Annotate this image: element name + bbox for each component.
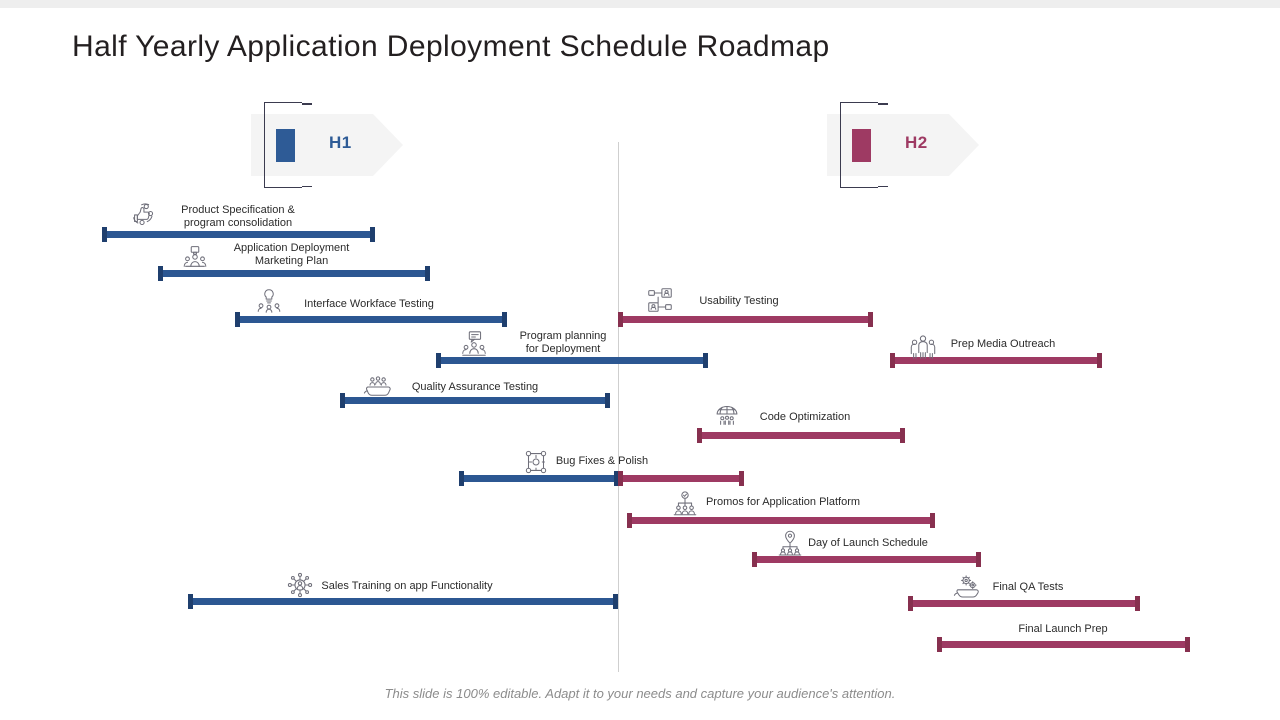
hand-people-icon — [363, 372, 393, 402]
task-bar-start-handle[interactable] — [340, 393, 345, 408]
task-label-final-launch-prep: Final Launch Prep — [1018, 623, 1108, 635]
task-bar-sales-training-on-app-functionality[interactable] — [188, 594, 618, 609]
task-label-interface-workface-testing: Interface Workface Testing — [304, 298, 434, 310]
task-bar-promos-for-application-platform[interactable] — [627, 513, 935, 528]
footer-note: This slide is 100% editable. Adapt it to… — [384, 686, 896, 701]
task-bar-start-handle[interactable] — [618, 312, 623, 327]
task-bar-day-of-launch-schedule[interactable] — [752, 552, 981, 567]
task-label-product-specification: Product Specification & program consolid… — [181, 204, 295, 229]
half-banner-bracket-h2 — [840, 102, 888, 188]
task-bar-end-handle[interactable] — [605, 393, 610, 408]
globe-people-icon — [712, 399, 742, 429]
task-bar-start-handle[interactable] — [188, 594, 193, 609]
task-bar-end-handle[interactable] — [703, 353, 708, 368]
task-label-usability-testing: Usability Testing — [699, 295, 779, 307]
task-label-sales-training-on-app-functionality: Sales Training on app Functionality — [321, 580, 493, 592]
task-bar-end-handle[interactable] — [930, 513, 935, 528]
task-bar-start-handle[interactable] — [436, 353, 441, 368]
task-label-quality-assurance-testing: Quality Assurance Testing — [411, 381, 539, 393]
task-bar-start-handle[interactable] — [937, 637, 942, 652]
half-banner-label-h2: H2 — [905, 133, 928, 152]
top-accent-band — [0, 0, 1280, 8]
task-bar-end-handle[interactable] — [502, 312, 507, 327]
task-label-prep-media-outreach: Prep Media Outreach — [950, 338, 1056, 350]
half-banner-bracket-h1 — [264, 102, 312, 188]
task-bar-start-handle[interactable] — [235, 312, 240, 327]
task-bar-start-handle[interactable] — [102, 227, 107, 242]
task-bar-end-handle[interactable] — [900, 428, 905, 443]
task-bar-end-handle[interactable] — [613, 594, 618, 609]
user-network-icon — [285, 570, 315, 600]
task-bar-end-handle[interactable] — [976, 552, 981, 567]
hand-gears-icon — [953, 572, 983, 602]
half-divider-line — [618, 142, 619, 672]
task-bar-bug-fixes-and-polish-h2[interactable] — [618, 471, 744, 486]
half-banner-h1: H1 — [251, 102, 403, 188]
task-label-day-of-launch-schedule: Day of Launch Schedule — [808, 537, 928, 549]
task-label-code-optimization: Code Optimization — [759, 411, 851, 423]
task-bar-bug-fixes-and-polish-h1[interactable] — [459, 471, 619, 486]
team-group-icon — [180, 241, 210, 271]
task-bar-application-deployment-marketing-plan[interactable] — [158, 266, 430, 281]
task-bar-prep-media-outreach[interactable] — [890, 353, 1102, 368]
task-bar-code-optimization[interactable] — [697, 428, 905, 443]
task-bar-program-planning-for-deployment[interactable] — [436, 353, 708, 368]
page-title: Half Yearly Application Deployment Sched… — [72, 30, 830, 63]
task-bar-end-handle[interactable] — [868, 312, 873, 327]
approved-team-icon — [670, 489, 700, 519]
task-bar-start-handle[interactable] — [752, 552, 757, 567]
task-bar-end-handle[interactable] — [1185, 637, 1190, 652]
task-bar-product-specification[interactable] — [102, 227, 375, 242]
task-bar-start-handle[interactable] — [459, 471, 464, 486]
task-label-application-deployment-marketing-plan: Application Deployment Marketing Plan — [233, 242, 350, 267]
task-bar-end-handle[interactable] — [739, 471, 744, 486]
thumbs-up-cycle-icon — [128, 199, 158, 229]
task-label-promos-for-application-platform: Promos for Application Platform — [705, 496, 861, 508]
task-bar-interface-workface-testing[interactable] — [235, 312, 507, 327]
task-bar-start-handle[interactable] — [618, 471, 623, 486]
task-bar-start-handle[interactable] — [627, 513, 632, 528]
task-bar-usability-testing[interactable] — [618, 312, 873, 327]
task-bar-start-handle[interactable] — [158, 266, 163, 281]
people-three-icon — [908, 332, 938, 362]
task-bar-final-launch-prep[interactable] — [937, 637, 1190, 652]
task-bar-quality-assurance-testing[interactable] — [340, 393, 610, 408]
task-bar-end-handle[interactable] — [614, 471, 619, 486]
half-banner-color-chip-h1 — [276, 129, 295, 162]
task-bar-start-handle[interactable] — [697, 428, 702, 443]
task-bar-end-handle[interactable] — [370, 227, 375, 242]
meeting-chat-icon — [459, 329, 489, 359]
task-bar-end-handle[interactable] — [1135, 596, 1140, 611]
idea-bulb-team-icon — [254, 286, 284, 316]
half-banner-label-h1: H1 — [329, 133, 352, 152]
location-pin-team-icon — [775, 528, 805, 558]
task-bar-end-handle[interactable] — [425, 266, 430, 281]
task-bar-end-handle[interactable] — [1097, 353, 1102, 368]
task-label-bug-fixes-and-polish-h1: Bug Fixes & Polish — [555, 455, 649, 467]
task-label-program-planning-for-deployment: Program planning for Deployment — [519, 330, 607, 355]
task-label-final-qa-tests: Final QA Tests — [992, 581, 1064, 593]
task-bar-final-qa-tests[interactable] — [908, 596, 1140, 611]
task-bar-start-handle[interactable] — [908, 596, 913, 611]
half-banner-h2: H2 — [827, 102, 979, 188]
workflow-user-icon — [645, 285, 675, 315]
half-banner-color-chip-h2 — [852, 129, 871, 162]
task-bar-start-handle[interactable] — [890, 353, 895, 368]
network-settings-icon — [521, 447, 551, 477]
